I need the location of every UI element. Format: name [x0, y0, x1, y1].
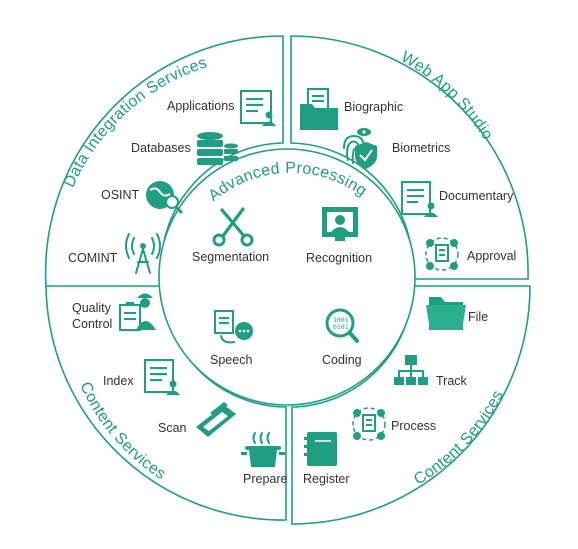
folder-document-icon — [300, 88, 338, 130]
quadrant-top-left — [44, 35, 284, 288]
label-recognition: Recognition — [306, 251, 372, 265]
label-approval: Approval — [467, 249, 516, 263]
label-track: Track — [436, 374, 468, 388]
hierarchy-icon — [394, 355, 428, 385]
camera-recognition-icon — [322, 207, 358, 241]
label-coding: Coding — [322, 353, 362, 367]
label-applications: Applications — [167, 99, 234, 113]
label-file: File — [468, 310, 488, 324]
label-comint: COMINT — [68, 251, 118, 265]
document-person-icon — [144, 359, 180, 395]
scissors-icon — [212, 207, 254, 247]
scanner-icon — [196, 402, 236, 437]
database-icon — [197, 132, 238, 165]
label-databases: Databases — [131, 141, 191, 155]
label-control: Control — [72, 317, 112, 331]
label-osint: OSINT — [101, 188, 140, 202]
folder-icon — [426, 297, 466, 330]
label-quality: Quality — [72, 301, 112, 315]
label-segmentation: Segmentation — [192, 250, 269, 264]
label-process: Process — [391, 419, 436, 433]
label-documentary: Documentary — [439, 189, 514, 203]
cooking-pot-icon — [241, 432, 285, 467]
binary-search-icon: 1001 0101 — [325, 308, 359, 343]
center-circle — [158, 148, 416, 406]
document-person-icon — [240, 90, 276, 126]
svg-text:1001: 1001 — [333, 316, 349, 324]
process-cycle-icon — [352, 407, 386, 441]
globe-search-icon — [146, 181, 184, 215]
register-book-icon — [304, 432, 337, 466]
approval-cycle-icon — [425, 237, 459, 271]
fingerprint-shield-icon — [343, 128, 377, 169]
label-index: Index — [103, 374, 134, 388]
svg-text:0101: 0101 — [333, 323, 349, 331]
document-person-icon — [401, 181, 438, 217]
antenna-icon — [125, 233, 161, 274]
label-register: Register — [303, 472, 350, 486]
label-biometrics: Biometrics — [392, 141, 450, 155]
speech-icon — [214, 310, 253, 344]
quality-control-worker-icon — [119, 293, 156, 331]
quadrant-top-right — [290, 35, 529, 280]
quadrant-bottom-right — [291, 285, 531, 525]
label-prepare: Prepare — [243, 472, 288, 486]
label-biographic: Biographic — [344, 100, 403, 114]
label-scan: Scan — [158, 421, 187, 435]
label-speech: Speech — [210, 353, 252, 367]
